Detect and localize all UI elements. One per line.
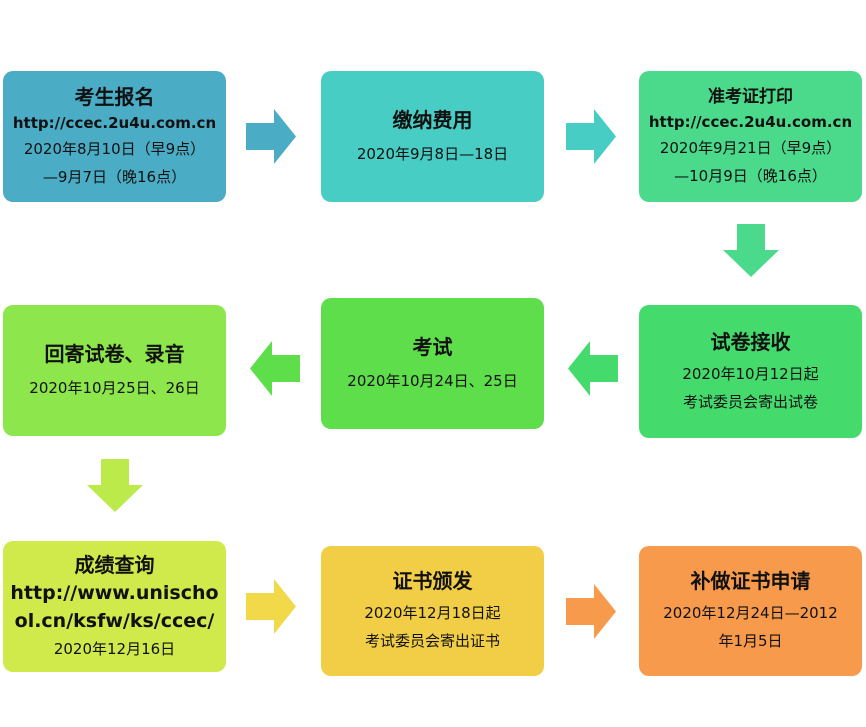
step-box-paper-receipt: 试卷接收 2020年10月12日起 考试委员会寄出试卷 bbox=[639, 305, 862, 438]
arrow-shape bbox=[246, 579, 296, 634]
step-date-end: —10月9日（晚16点） bbox=[674, 166, 827, 185]
arrow-right-icon bbox=[566, 584, 616, 639]
arrow-right-icon bbox=[246, 579, 296, 634]
arrow-shape bbox=[568, 341, 618, 396]
step-link-part1[interactable]: http://www.unischo bbox=[10, 581, 219, 604]
step-note: 考试委员会寄出证书 bbox=[364, 632, 500, 650]
arrow-down-icon bbox=[723, 224, 779, 277]
step-date-start: 2020年9月21日（早9点） bbox=[659, 138, 842, 157]
step-box-exam: 考试 2020年10月24日、25日 bbox=[321, 298, 544, 429]
step-title: 回寄试卷、录音 bbox=[44, 341, 185, 366]
step-title: 准考证打印 bbox=[708, 86, 793, 107]
step-date: 2020年10月12日起 bbox=[682, 364, 819, 383]
step-date: 2020年12月16日 bbox=[53, 639, 176, 658]
arrow-down-icon bbox=[87, 459, 143, 512]
step-title: 补做证书申请 bbox=[690, 569, 811, 593]
step-date-end: —9月7日（晚16点） bbox=[42, 167, 187, 186]
arrow-left-icon bbox=[250, 341, 300, 396]
step-date-end: 年1月5日 bbox=[718, 632, 783, 650]
arrow-shape bbox=[566, 584, 616, 639]
step-date-start: 2020年12月24日—2012 bbox=[663, 604, 838, 622]
step-title: 试卷接收 bbox=[710, 329, 791, 354]
step-link-part2[interactable]: ol.cn/ksfw/ks/ccec/ bbox=[14, 609, 215, 632]
step-title: 考试 bbox=[412, 334, 453, 359]
step-box-admission-ticket: 准考证打印 http://ccec.2u4u.com.cn 2020年9月21日… bbox=[639, 71, 862, 202]
step-link[interactable]: http://ccec.2u4u.com.cn bbox=[648, 112, 853, 131]
step-box-score-query: 成绩查询 http://www.unischo ol.cn/ksfw/ks/cc… bbox=[3, 541, 226, 672]
step-title: 考生报名 bbox=[74, 84, 155, 109]
arrow-shape bbox=[87, 459, 143, 512]
step-date: 2020年10月24日、25日 bbox=[347, 371, 518, 390]
step-date: 2020年9月8日—18日 bbox=[356, 144, 509, 163]
step-link[interactable]: http://ccec.2u4u.com.cn bbox=[12, 113, 217, 132]
step-box-payment: 缴纳费用 2020年9月8日—18日 bbox=[321, 71, 544, 202]
step-title: 缴纳费用 bbox=[392, 107, 473, 132]
arrow-right-icon bbox=[246, 109, 296, 164]
step-box-certificate-reissue: 补做证书申请 2020年12月24日—2012 年1月5日 bbox=[639, 546, 862, 676]
arrow-shape bbox=[723, 224, 779, 277]
step-box-registration: 考生报名 http://ccec.2u4u.com.cn 2020年8月10日（… bbox=[3, 71, 226, 202]
arrow-shape bbox=[566, 109, 616, 164]
step-date: 2020年12月18日起 bbox=[364, 604, 501, 622]
arrow-right-icon bbox=[566, 109, 616, 164]
arrow-shape bbox=[246, 109, 296, 164]
step-date-start: 2020年8月10日（早9点） bbox=[23, 139, 206, 158]
step-title: 证书颁发 bbox=[392, 569, 473, 593]
step-note: 考试委员会寄出试卷 bbox=[682, 392, 818, 411]
step-box-certificate-issue: 证书颁发 2020年12月18日起 考试委员会寄出证书 bbox=[321, 546, 544, 676]
arrow-left-icon bbox=[568, 341, 618, 396]
step-date: 2020年10月25日、26日 bbox=[29, 378, 200, 397]
step-box-return-papers: 回寄试卷、录音 2020年10月25日、26日 bbox=[3, 305, 226, 436]
step-title: 成绩查询 bbox=[74, 552, 155, 577]
arrow-shape bbox=[250, 341, 300, 396]
